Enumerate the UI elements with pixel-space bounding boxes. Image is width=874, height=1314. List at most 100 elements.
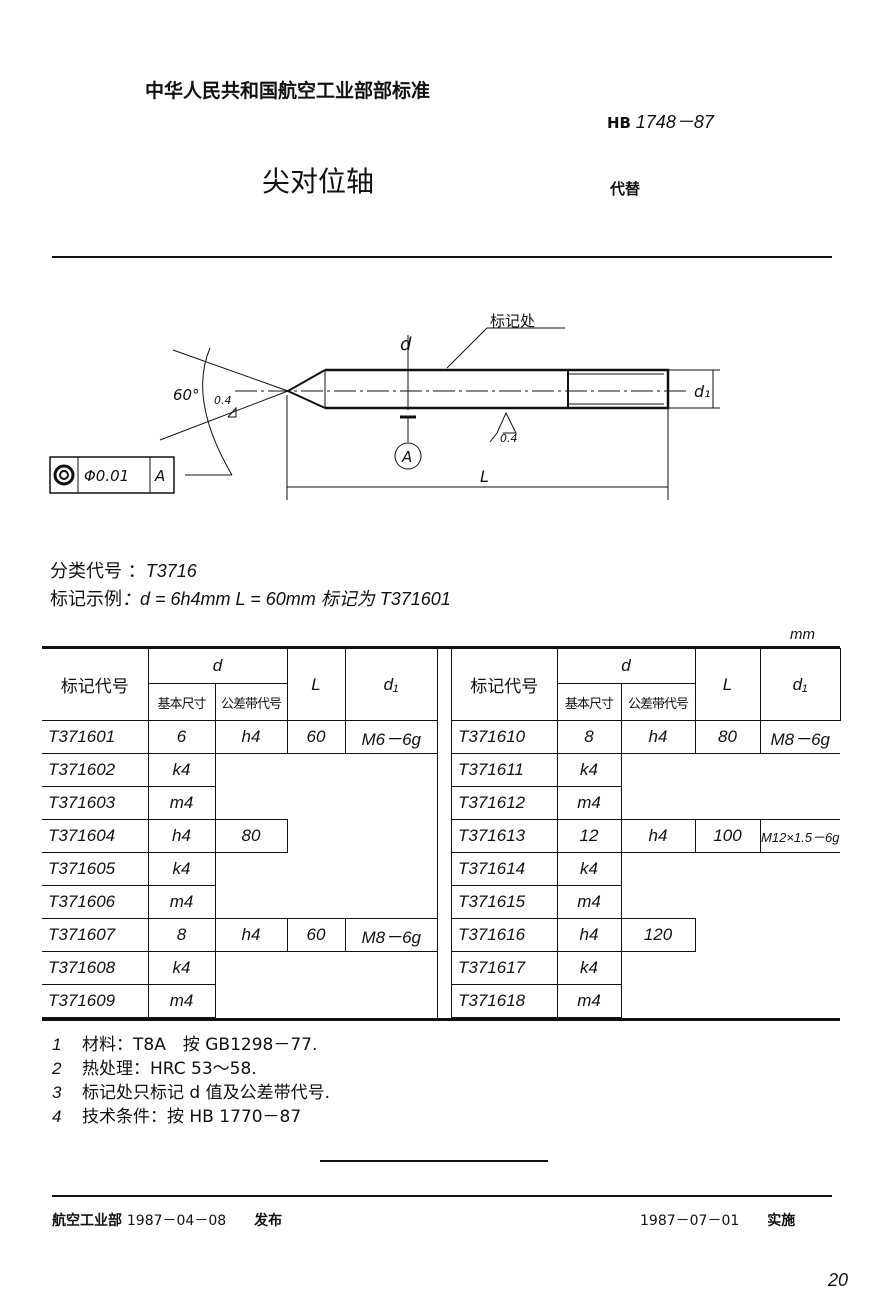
example-label: 标记示例 (50, 589, 122, 609)
cell-d1: M8－6g (344, 918, 437, 952)
d1-label: d₁ (694, 382, 711, 401)
cell-code: T371601 (42, 720, 149, 754)
doc-title: 尖对位轴 (262, 165, 375, 198)
d-label: d (400, 334, 412, 355)
note-text: 标记处只标记 d 值及公差带代号. (82, 1083, 331, 1103)
cell-code: T371603 (42, 786, 149, 820)
org-title: 中华人民共和国航空工业部部标准 (145, 80, 431, 102)
cell-L: 60 (286, 720, 346, 754)
cell-basic-size: 12 (556, 819, 622, 853)
header-code: 标记代号 (452, 648, 558, 721)
cell-code: T371612 (452, 786, 558, 820)
cell-tolerance: m4 (556, 885, 622, 919)
header-d1: d₁ (759, 648, 841, 721)
pin-body (235, 368, 690, 410)
note-item: 2 热处理：HRC 53～58. (52, 1054, 257, 1079)
class-code-line: 分类代号 ：T3716 (50, 561, 197, 582)
datum-label: A (401, 448, 412, 466)
class-code: T3716 (145, 561, 197, 581)
note-text: 技术条件：按 HB 1770－87 (82, 1107, 302, 1127)
cell-tolerance: k4 (556, 753, 622, 787)
cell-L: 100 (694, 819, 761, 853)
cell-tolerance: h4 (147, 819, 216, 853)
cell-code: T371609 (42, 984, 149, 1018)
cell-code: T371610 (452, 720, 558, 754)
notes-end-rule (320, 1160, 548, 1162)
cell-d1: M12×1.5－6g (759, 819, 840, 853)
cell-tolerance: k4 (556, 852, 622, 886)
cell-tolerance: m4 (147, 984, 216, 1018)
cell-code: T371618 (452, 984, 558, 1018)
note-text: 材料：T8A 按 GB1298－77. (82, 1035, 318, 1055)
note-number: 2 (52, 1059, 62, 1078)
cell-tolerance: h4 (620, 819, 696, 853)
footer-divider (52, 1195, 832, 1197)
cell-code: T371607 (42, 918, 149, 952)
cell-tolerance: m4 (147, 885, 216, 919)
footer-issue: 航空工业部 1987－04－08 发布 (52, 1210, 282, 1230)
cell-code: T371617 (452, 951, 558, 985)
header-tolerance-zone: 公差带代号 (214, 683, 288, 721)
cell-code: T371614 (452, 852, 558, 886)
header-L: L (286, 648, 346, 721)
std-number-value: 1748－87 (635, 112, 714, 132)
cell-code: T371602 (42, 753, 149, 787)
cell-tolerance: h4 (620, 720, 696, 754)
datum-a-circle (394, 442, 422, 470)
unit-label: mm (790, 626, 815, 643)
cell-code: T371611 (452, 753, 558, 787)
header-basic-size: 基本尺寸 (556, 683, 622, 721)
example-text: d = 6h4mm L = 60mm 标记为 T371601 (140, 589, 451, 609)
angle-label: 60° (173, 386, 200, 404)
cell-L: 80 (694, 720, 761, 754)
cell-tolerance: k4 (147, 951, 216, 985)
cell-code: T371613 (452, 819, 558, 853)
cell-d1: M6－6g (344, 720, 437, 754)
cell-tolerance: k4 (556, 951, 622, 985)
table-separator (437, 648, 452, 1018)
issuer: 航空工业部 (52, 1213, 122, 1229)
cell-basic-size: 8 (556, 720, 622, 754)
note-item: 3 标记处只标记 d 值及公差带代号. (52, 1078, 330, 1103)
std-number: HB 1748－87 (607, 108, 714, 134)
cell-L: 120 (620, 918, 696, 952)
cell-code: T371605 (42, 852, 149, 886)
cell-tolerance: k4 (147, 753, 216, 787)
note-number: 4 (52, 1107, 62, 1126)
table-top-rule (42, 646, 840, 649)
cell-d1: M8－6g (759, 720, 840, 754)
dimension-lines (159, 327, 720, 500)
header-divider (52, 256, 832, 258)
roughness-tip: 0.4 (214, 394, 232, 407)
cell-code: T371606 (42, 885, 149, 919)
tolerance-datum: A (154, 467, 165, 485)
issue-date: 1987－04－08 (126, 1213, 227, 1229)
std-prefix: HB (607, 114, 631, 132)
header-basic-size: 基本尺寸 (147, 683, 216, 721)
cell-basic-size: 8 (147, 918, 216, 952)
cell-code: T371615 (452, 885, 558, 919)
example-line: 标记示例：d = 6h4mm L = 60mm 标记为 T371601 (50, 589, 451, 609)
header-tolerance-zone: 公差带代号 (620, 683, 696, 721)
header-code: 标记代号 (42, 648, 149, 721)
note-number: 3 (52, 1083, 62, 1102)
cell-tolerance: m4 (556, 984, 622, 1018)
tolerance-frame: Φ0.01 A (49, 456, 175, 494)
cell-tolerance: h4 (214, 720, 288, 754)
note-text: 热处理：HRC 53～58. (82, 1059, 257, 1079)
